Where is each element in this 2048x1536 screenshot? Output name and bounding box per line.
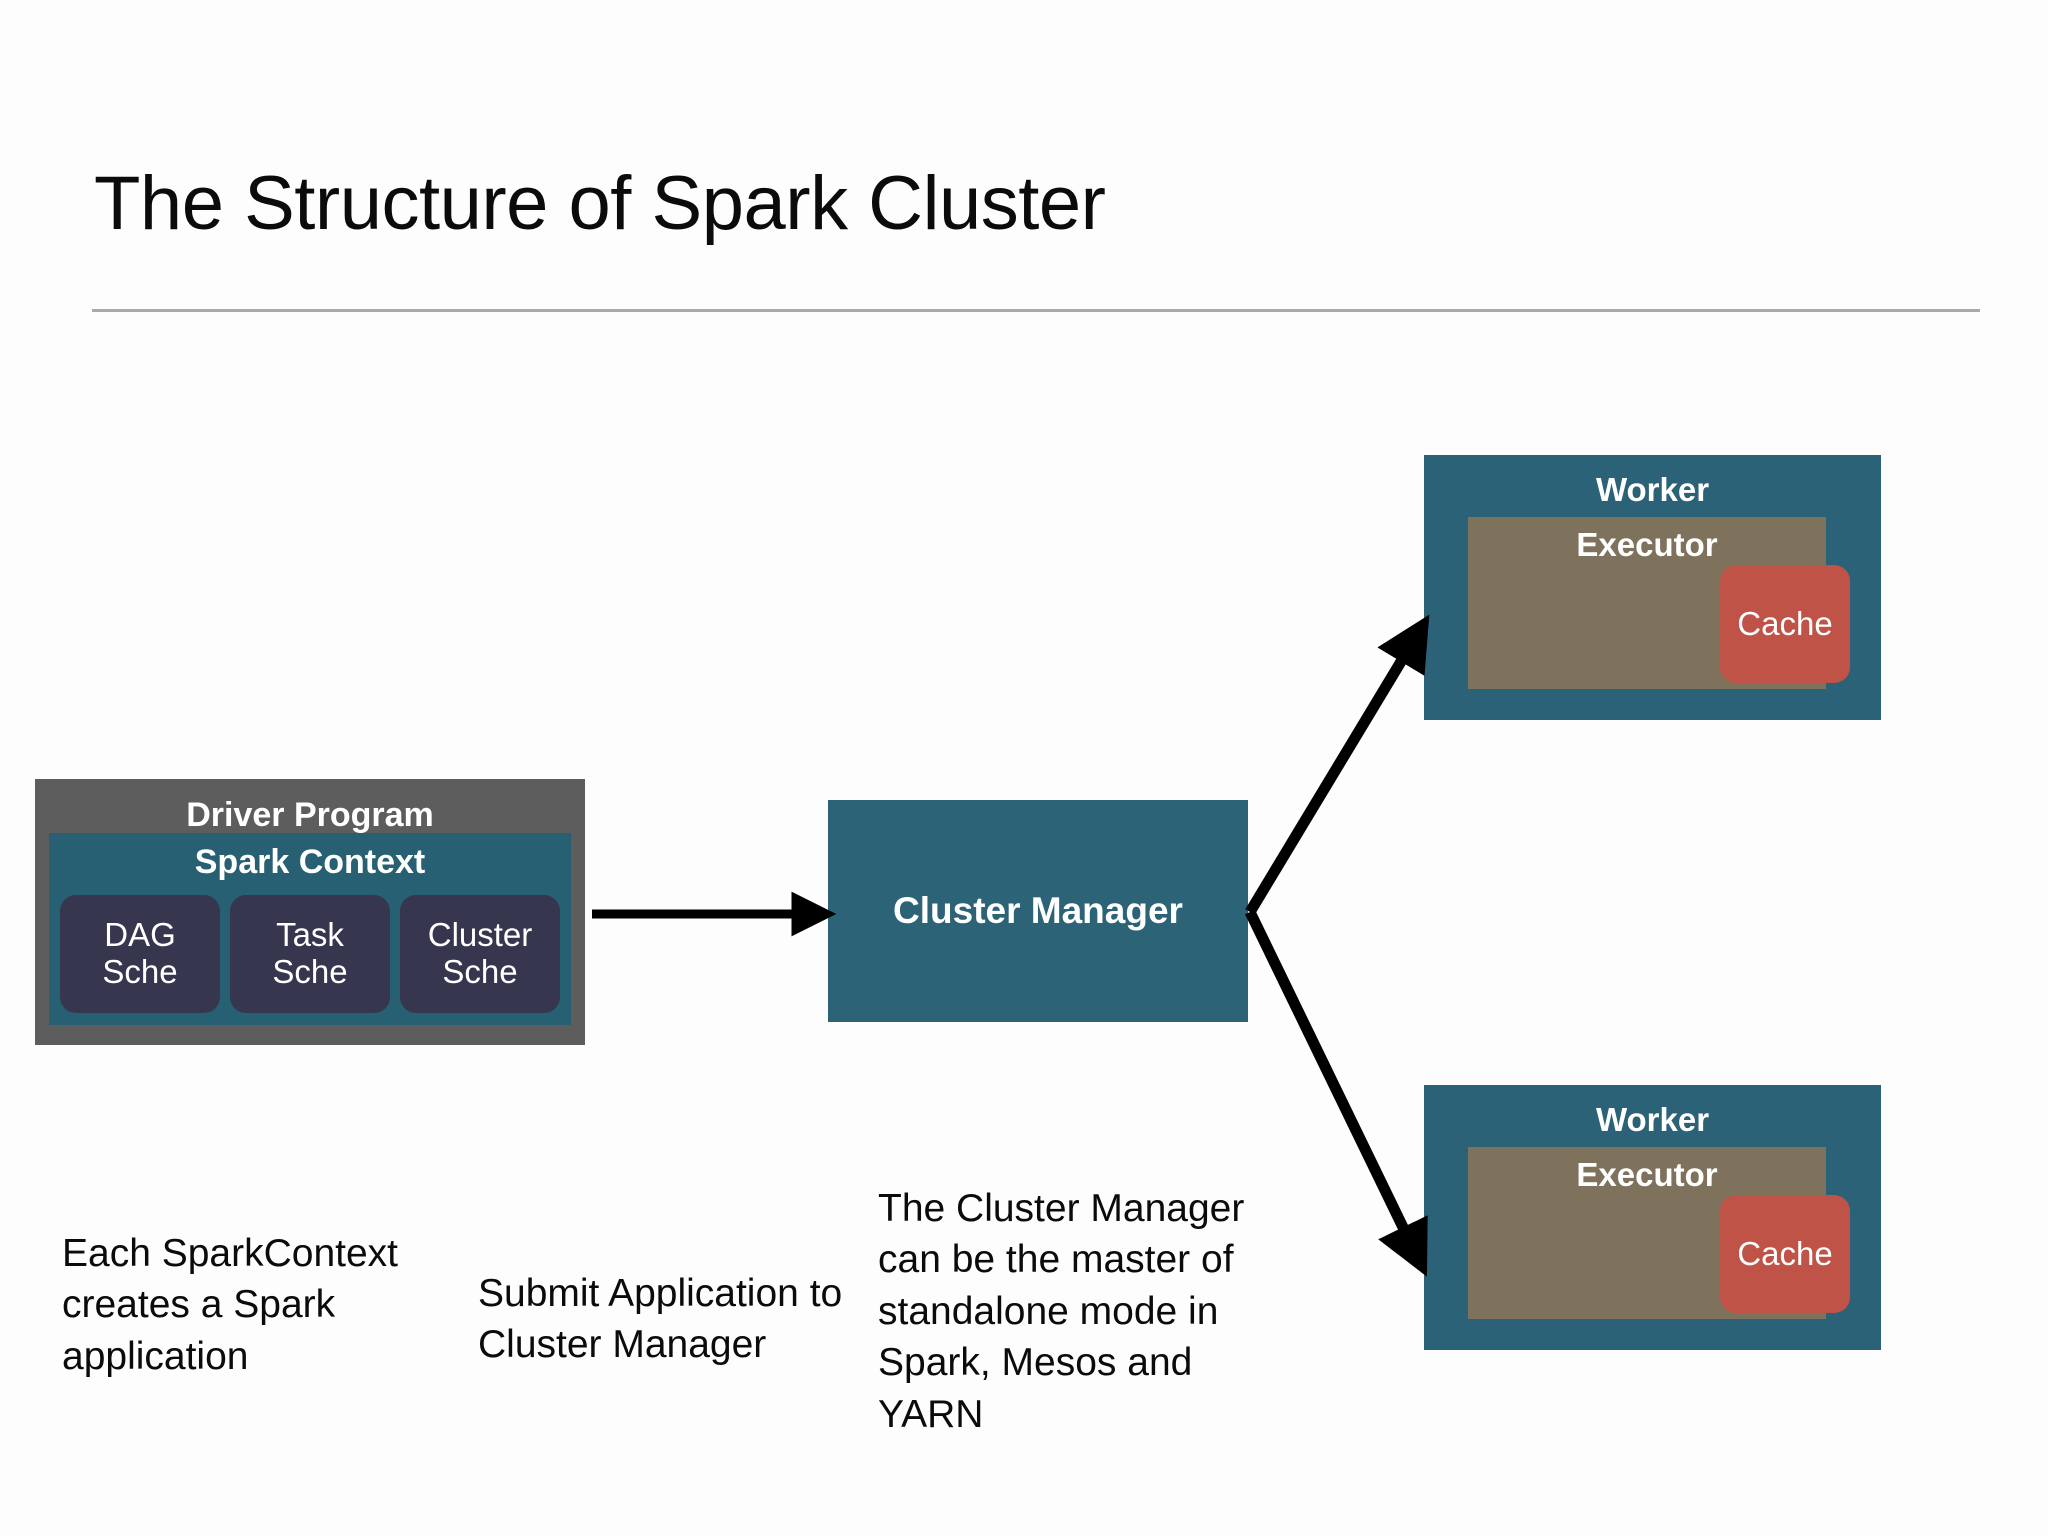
- cluster-scheduler-line2: Sche: [442, 953, 518, 990]
- spark-context-label: Spark Context: [194, 843, 426, 881]
- worker-box-top: Worker Executor Cache: [1424, 455, 1881, 720]
- cluster-scheduler-box: Cluster Sche: [400, 895, 560, 1013]
- executor-label-top: Executor: [1576, 526, 1718, 563]
- cache-box-bottom: Cache: [1720, 1195, 1850, 1313]
- cache-box-top: Cache: [1720, 565, 1850, 683]
- executor-label-bottom: Executor: [1576, 1156, 1718, 1193]
- cluster-scheduler-line1: Cluster: [427, 916, 533, 954]
- dag-scheduler-line2: Sche: [102, 953, 178, 990]
- caption-each-sparkcontext: Each SparkContext creates a Spark applic…: [62, 1232, 399, 1378]
- scheduler-row: DAG Sche Task Sche Cluster Sche: [60, 895, 560, 1013]
- caption-cluster-manager-modes: The Cluster Manager can be the master of…: [878, 1187, 1245, 1436]
- dag-scheduler-box: DAG Sche: [60, 895, 220, 1013]
- title-divider: [92, 309, 1980, 312]
- cluster-manager-box: Cluster Manager: [828, 800, 1248, 1022]
- executor-box-top: Executor Cache: [1468, 517, 1850, 689]
- driver-program-label: Driver Program: [186, 796, 434, 834]
- spark-context-box: Spark Context DAG Sche Task Sche Cluster…: [49, 833, 571, 1025]
- arrow-cluster-manager-to-worker-top: [1245, 614, 1430, 915]
- task-scheduler-line1: Task: [276, 916, 344, 954]
- task-scheduler-line2: Sche: [272, 953, 348, 990]
- dag-scheduler-line1: DAG: [104, 916, 176, 954]
- worker-box-bottom: Worker Executor Cache: [1424, 1085, 1881, 1350]
- caption-submit-application: Submit Application to Cluster Manager: [478, 1272, 843, 1367]
- worker-label-bottom: Worker: [1595, 1101, 1710, 1138]
- driver-program-box: Driver Program Spark Context DAG Sche Ta…: [35, 779, 585, 1045]
- worker-label-top: Worker: [1595, 471, 1710, 508]
- executor-box-bottom: Executor Cache: [1468, 1147, 1850, 1319]
- task-scheduler-box: Task Sche: [230, 895, 390, 1013]
- page-title: The Structure of Spark Cluster: [94, 161, 1106, 246]
- cluster-manager-label: Cluster Manager: [893, 890, 1183, 931]
